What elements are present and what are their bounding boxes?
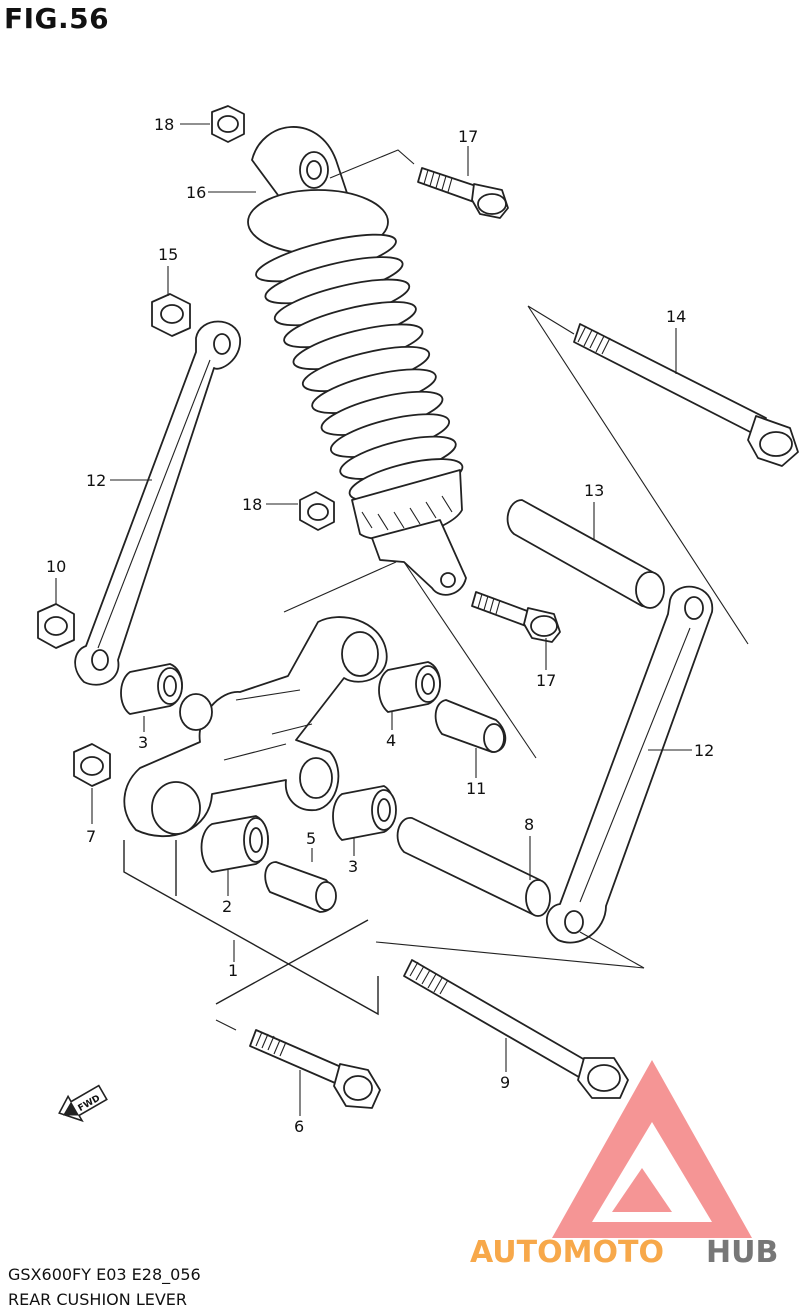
callout-3-left: 3 xyxy=(138,733,148,752)
part-12-link-rod-right xyxy=(546,585,713,944)
callout-8: 8 xyxy=(524,815,534,834)
part-6-bolt xyxy=(215,1019,381,1109)
part-9-bolt xyxy=(375,931,645,1099)
callout-4: 4 xyxy=(386,731,396,750)
callout-7: 7 xyxy=(86,827,96,846)
part-11-collar xyxy=(403,561,537,759)
callout-18-top: 18 xyxy=(154,115,174,134)
part-7-nut xyxy=(73,743,111,787)
part-3-bushing-right xyxy=(332,785,397,841)
leader-lines xyxy=(55,123,692,1116)
watermark-brand-left: AUTOMOTO xyxy=(470,1235,664,1270)
part-18-nut-mid xyxy=(299,491,335,531)
part-17-bolt-top xyxy=(417,167,509,219)
fwd-arrow-icon: FWD xyxy=(58,1084,108,1123)
callout-15: 15 xyxy=(158,245,178,264)
callout-10: 10 xyxy=(46,557,66,576)
figure-title: FIG.56 xyxy=(4,2,110,35)
callout-labels: 18 17 16 15 14 13 12 18 10 17 3 4 11 7 5… xyxy=(46,115,714,1136)
watermark-logo: AUTOMOTO HUB xyxy=(470,1060,778,1270)
watermark-brand-right: HUB xyxy=(706,1235,778,1270)
callout-12-right: 12 xyxy=(694,741,714,760)
callout-12-left: 12 xyxy=(86,471,106,490)
part-14-long-bolt xyxy=(527,305,799,645)
callout-2: 2 xyxy=(222,897,232,916)
part-2-bushing xyxy=(200,815,269,873)
callout-17-mid: 17 xyxy=(536,671,556,690)
callout-11: 11 xyxy=(466,779,486,798)
part-15-nut xyxy=(151,293,191,337)
callout-16: 16 xyxy=(186,183,206,202)
diagram-name: REAR CUSHION LEVER xyxy=(8,1290,188,1309)
callout-9: 9 xyxy=(500,1073,510,1092)
part-5-collar xyxy=(264,861,337,913)
callout-13: 13 xyxy=(584,481,604,500)
part-12-link-rod-left xyxy=(74,320,241,686)
model-code: GSX600FY E03 E28_056 xyxy=(8,1265,201,1284)
part-8-long-collar xyxy=(396,817,551,917)
callout-14: 14 xyxy=(666,307,686,326)
callout-17-top: 17 xyxy=(458,127,478,146)
part-1-cushion-lever xyxy=(123,561,397,838)
callout-1: 1 xyxy=(228,961,238,980)
rear-shock-absorber xyxy=(247,126,467,596)
callout-5: 5 xyxy=(306,829,316,848)
callout-6: 6 xyxy=(294,1117,304,1136)
part-18-nut-top xyxy=(211,105,245,143)
callout-3-right: 3 xyxy=(348,857,358,876)
part-17-bolt-mid xyxy=(471,591,561,643)
part-13-long-collar xyxy=(506,499,665,609)
part-4-bushing xyxy=(378,661,441,713)
part-3-bushing-left xyxy=(120,663,183,715)
part-10-nut xyxy=(37,603,75,649)
callout-18-mid: 18 xyxy=(242,495,262,514)
